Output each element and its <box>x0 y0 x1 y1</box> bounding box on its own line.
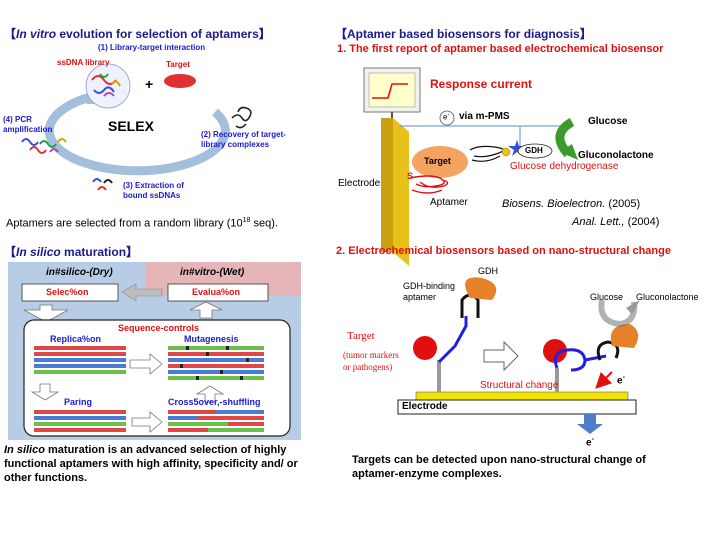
bs2-gdh-label: GDH <box>478 266 498 276</box>
bs2-electron-label: e- <box>617 374 625 386</box>
bs2-gdh-icon <box>465 277 497 300</box>
wet-label: in#vitro-(Wet) <box>180 267 245 278</box>
bound-ssdna-icon <box>92 178 113 191</box>
electron-e: e <box>586 437 592 449</box>
electron-sup: - <box>622 374 625 381</box>
response-current-label: Response current <box>430 77 533 91</box>
biosensor-sub1: 1. The first report of aptamer based ele… <box>337 43 664 55</box>
electron-e: e <box>443 112 448 122</box>
mutagenesis-bars <box>168 346 264 380</box>
in-silico-panel <box>8 262 301 440</box>
gluconolactone-label: Gluconolactone <box>578 150 654 161</box>
structural-change-label: Structural change <box>480 380 559 391</box>
ref1-journal: Biosens. Bioelectron. <box>502 198 606 210</box>
caption-sup: 18 <box>242 217 251 224</box>
in-silico-heading: 【In silico maturation】 <box>4 243 138 260</box>
bs2-target-circle-right <box>543 339 567 363</box>
gdh-binding-aptamer-label: GDH-binding aptamer <box>403 281 456 302</box>
crossover-bars <box>168 410 264 432</box>
biosensor2-caption: Targets can be detected upon nano-struct… <box>352 454 646 480</box>
mutagenesis-label: Mutagenesis <box>184 334 239 344</box>
in-vitro-heading: 【In vitro evolution for selection of apt… <box>4 25 271 42</box>
paring-label: Paring <box>64 397 93 407</box>
plus-sign: + <box>145 76 154 92</box>
heading-italic: In vitro <box>16 27 57 41</box>
caption-pre: Aptamers are selected from a random libr… <box>6 217 243 230</box>
ssdna-library-icon <box>85 63 131 109</box>
bs1-target-label: Target <box>424 156 451 166</box>
evaluation-label: Evalua%on <box>192 287 241 297</box>
ssdna-library-label: ssDNA library <box>57 58 110 67</box>
aptamer-label: Aptamer <box>430 197 468 208</box>
bs2-target-label: Target <box>347 330 375 342</box>
cycle-arrow-ring <box>44 90 230 176</box>
bs2-target-circle-left <box>413 336 437 360</box>
pcr-dna-icon <box>21 138 67 154</box>
step2-label: (2) Recovery of target- library complexe… <box>201 130 286 149</box>
electron-label: e- <box>443 112 449 122</box>
ref2-journal: Anal. Lett., <box>572 216 625 228</box>
caption-rest: maturation is an advanced selection of h… <box>4 444 298 484</box>
dry-label: in#silico-(Dry) <box>46 267 113 278</box>
step4-label: (4) PCR amplification <box>3 115 53 134</box>
target-library-complex-icon <box>231 106 252 129</box>
sequence-controls-label: Sequence-controls <box>118 323 200 333</box>
replication-bars <box>34 346 126 374</box>
heading-bracket: 【 <box>4 27 17 41</box>
via-mpms-label: via m-PMS <box>459 111 510 122</box>
bs2-glucose-label: Glucose <box>590 292 624 302</box>
gdh-label: GDH <box>525 146 543 155</box>
reference-2: Anal. Lett., (2004) <box>572 216 659 228</box>
bs2-gluconolactone-label: Gluconolactone <box>636 292 699 302</box>
heading-italic: In silico <box>16 245 61 259</box>
electron-sup: - <box>447 112 450 118</box>
paring-bars <box>34 410 126 432</box>
biosensor2-graphics <box>397 277 640 434</box>
bs2-electron-out-label: e- <box>586 436 594 448</box>
selex-label: SELEX <box>108 118 154 134</box>
selection-label: Selec%on <box>46 287 89 297</box>
electron-e: e <box>617 375 623 387</box>
crossover-label: Cross5over,-shuffling <box>168 397 261 407</box>
bs2-electrode-label: Electrode <box>402 401 448 412</box>
electrode-label: Electrode <box>338 178 381 189</box>
replication-label: Replica%on <box>50 334 102 344</box>
heading-bracket: 【 <box>4 245 17 259</box>
s-label: S <box>407 171 414 181</box>
target-description: (tumor markers or pathogens) <box>343 350 399 372</box>
step1-label: (1) Library-target interaction <box>98 43 206 52</box>
biosensor1-graphics <box>363 67 578 266</box>
glucose-dehydrogenase-label: Glucose dehydrogenase <box>510 161 619 172</box>
target-ellipse <box>164 74 196 88</box>
biosensor-heading: 【Aptamer based biosensors for diagnosis】 <box>335 27 592 41</box>
heading-rest: maturation】 <box>60 245 139 259</box>
biosensor-sub2: 2. Electrochemical biosensors based on n… <box>336 245 671 257</box>
target-label: Target <box>166 60 190 69</box>
in-silico-caption: In silico maturation is an advanced sele… <box>4 443 308 485</box>
reference-1: Biosens. Bioelectron. (2005) <box>502 198 640 210</box>
heading-rest: evolution for selection of aptamers】 <box>56 27 271 41</box>
glucose-label: Glucose <box>588 116 628 127</box>
step3-label: (3) Extraction of bound ssDNAs <box>123 181 184 200</box>
caption-italic: In silico <box>4 444 45 456</box>
electron-sup: - <box>591 436 594 443</box>
caption-post: seq). <box>250 217 278 230</box>
ref1-year: (2005) <box>605 198 641 210</box>
bs1-target-blob <box>412 146 468 178</box>
aptamer-selection-caption: Aptamers are selected from a random libr… <box>6 217 278 230</box>
ref2-year: (2004) <box>624 216 660 228</box>
